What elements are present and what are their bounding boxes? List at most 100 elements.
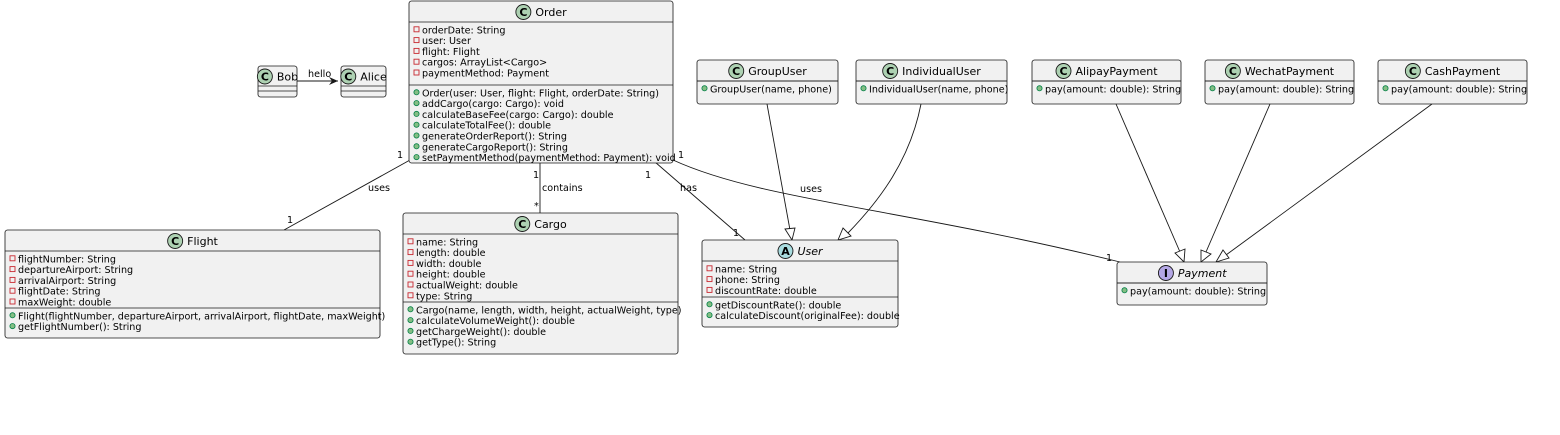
class-icon [1404, 63, 1421, 79]
private-visibility-icon [413, 37, 420, 44]
class-method: getFlightNumber(): String [18, 322, 141, 333]
private-visibility-icon [9, 298, 16, 305]
class-field: flightDate: String [18, 287, 100, 298]
private-visibility-icon [413, 26, 420, 33]
private-visibility-icon [407, 249, 414, 256]
class-title: WechatPayment [1245, 65, 1335, 78]
class-field: phone: String [715, 275, 780, 286]
public-visibility-icon [413, 100, 420, 107]
class-method: pay(amount: double): String [1391, 84, 1527, 95]
private-visibility-icon [706, 286, 713, 293]
class-field: discountRate: double [715, 286, 817, 297]
class-box-frame [1116, 261, 1268, 306]
class-box-frame [701, 239, 899, 328]
private-visibility-icon [407, 238, 414, 245]
public-visibility-icon [413, 110, 420, 117]
class-field: arrivalAirport: String [18, 276, 116, 287]
class-field: name: String [416, 237, 478, 248]
class-badge-letter: C [344, 71, 352, 84]
public-visibility-icon [706, 312, 713, 319]
class-icon [514, 216, 531, 232]
edge-order-user-from-mult: 1 [645, 170, 651, 181]
class-field: name: String [715, 264, 777, 275]
edge-order-flight-label: uses [368, 183, 390, 194]
public-visibility-icon [413, 154, 420, 161]
class-method: pay(amount: double): String [1130, 286, 1266, 297]
private-visibility-icon [706, 265, 713, 272]
public-visibility-icon [9, 323, 16, 330]
inherit-arrowhead [1174, 248, 1186, 264]
public-visibility-icon [413, 121, 420, 128]
edge-hello-label: hello [308, 69, 331, 80]
class-title: AlipayPayment [1075, 65, 1158, 78]
edge-wechat-payment [1205, 103, 1271, 253]
class-box-frame [408, 0, 674, 164]
class-badge-letter: C [1409, 65, 1417, 78]
class-title: GroupUser [748, 65, 807, 78]
class-field: flightNumber: String [18, 254, 116, 265]
class-method: pay(amount: double): String [1045, 84, 1181, 95]
private-visibility-icon [413, 69, 420, 76]
class-title: Flight [187, 235, 218, 248]
class-method: generateOrderReport(): String [422, 132, 567, 143]
public-visibility-icon [701, 85, 708, 92]
class-box-alice[interactable]: C Alice [340, 65, 387, 98]
class-badge-letter: C [519, 6, 527, 19]
edge-order-cargo-from-mult: 1 [533, 170, 539, 181]
public-visibility-icon [413, 89, 420, 96]
public-visibility-icon [1209, 85, 1216, 92]
class-method: getType(): String [416, 338, 496, 349]
class-method: generateCargoReport(): String [422, 142, 568, 153]
public-visibility-icon [407, 306, 414, 313]
edge-order-flight-from-mult: 1 [397, 150, 403, 161]
class-method: Flight(flightNumber, departureAirport, a… [18, 311, 385, 322]
class-badge-letter: I [1164, 267, 1168, 280]
class-title: IndividualUser [902, 65, 981, 78]
class-field: paymentMethod: Payment [422, 69, 549, 80]
class-method: calculateTotalFee(): double [422, 121, 551, 132]
edge-order-flight-to-mult: 1 [287, 215, 293, 226]
private-visibility-icon [407, 281, 414, 288]
class-field: maxWeight: double [18, 298, 111, 309]
class-method: calculateVolumeWeight(): double [416, 316, 575, 327]
inherit-arrowhead [1200, 249, 1212, 263]
class-icon [882, 63, 899, 79]
public-visibility-icon [860, 85, 867, 92]
edge-order-payment-to-mult: 1 [1106, 253, 1112, 264]
edge-order-user [654, 161, 746, 241]
class-title: Alice [360, 71, 387, 84]
class-method: calculateBaseFee(cargo: Cargo): double [422, 110, 614, 121]
edge-cash-payment [1225, 103, 1433, 256]
class-method: calculateDiscount(originalFee): double [715, 311, 900, 322]
class-icon [340, 68, 357, 85]
inherit-arrowhead [837, 227, 852, 241]
class-title: Cargo [534, 218, 567, 231]
abstract-class-icon [777, 243, 794, 259]
class-field: height: double [416, 270, 486, 281]
class-method: addCargo(cargo: Cargo): void [422, 99, 564, 110]
class-field: departureAirport: String [18, 265, 133, 276]
private-visibility-icon [407, 270, 414, 277]
private-visibility-icon [407, 292, 414, 299]
edge-order-payment-label: uses [800, 184, 822, 195]
class-method: Cargo(name, length, width, height, actua… [416, 305, 682, 316]
edge-order-payment [672, 159, 1121, 263]
public-visibility-icon [9, 312, 16, 319]
class-method: IndividualUser(name, phone) [869, 84, 1008, 95]
class-badge-letter: C [886, 65, 894, 78]
edge-order-user-label: has [680, 183, 697, 194]
edge-order-flight [283, 159, 411, 231]
class-box-frame [4, 229, 381, 339]
